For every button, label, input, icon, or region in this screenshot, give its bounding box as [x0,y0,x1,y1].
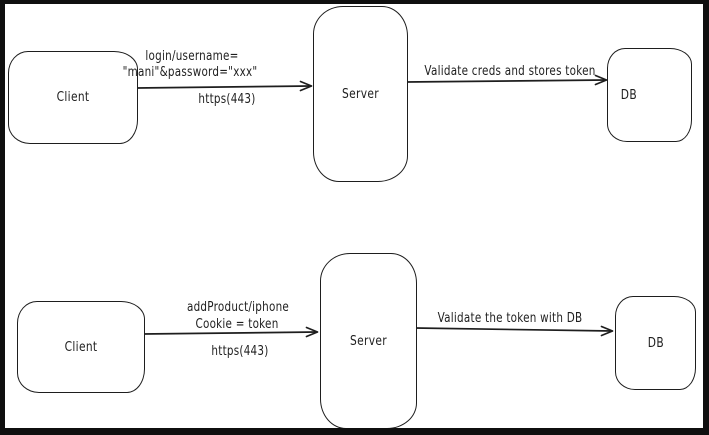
arrow-server-to-db-bottom [414,325,614,337]
arrow-label-protocol-bottom: https(443) [211,344,269,359]
node-client-top: Client [8,51,138,144]
arrow-label-request-line2-top: "mani"&password="xxx" [122,65,258,80]
node-db-bottom: DB [615,296,696,390]
node-label-server-top: Server [342,86,379,102]
arrow-label-request-line2-bottom: Cookie = token [195,317,279,332]
arrow-label-validate-bottom: Validate the token with DB [437,311,583,326]
node-db-top: DB [607,48,692,142]
node-label-client-top: Client [56,90,90,105]
node-label-server-bottom: Server [350,333,387,349]
node-label-db-bottom: DB [647,335,664,351]
arrow-label-protocol-top: https(443) [198,92,256,107]
arrow-label-validate-top: Validate creds and stores token [424,64,596,79]
node-label-db-top: DB [620,87,637,103]
arrow-label-request-line1-top: login/username= [145,49,239,64]
arrow-client-to-server-top [136,80,313,92]
arrow-server-to-db-top [405,74,608,86]
node-server-top: Server [313,6,408,182]
node-client-bottom: Client [17,301,145,393]
node-label-client-bottom: Client [64,339,98,355]
arrow-client-to-server-bottom [142,326,319,338]
arrow-label-request-line1-bottom: addProduct/iphone [186,300,290,315]
node-server-bottom: Server [320,253,417,429]
